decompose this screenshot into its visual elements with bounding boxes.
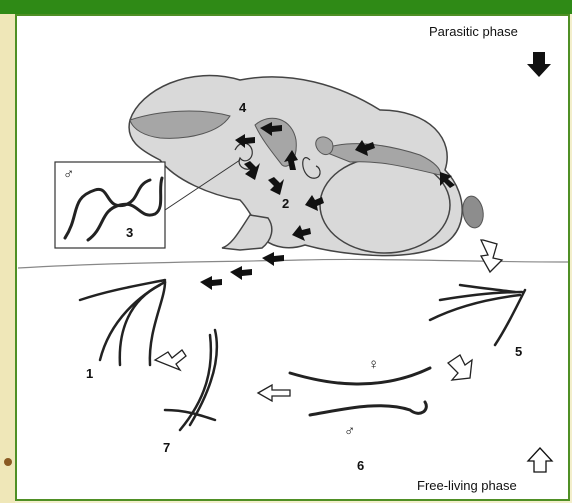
male-symbol-inset: ♂ (63, 166, 74, 183)
worms-stage-7 (165, 330, 217, 430)
stage-1-label: 1 (86, 366, 93, 381)
stage-6-label: 6 (357, 458, 364, 473)
free-living-phase-arrow (528, 448, 552, 472)
parasitic-phase-label: Parasitic phase (429, 24, 518, 39)
stage-3-label: 3 (126, 225, 133, 240)
stage-2-label: 2 (282, 196, 289, 211)
worms-stage-1 (80, 280, 165, 365)
stage-7-label: 7 (163, 440, 170, 455)
parasitic-phase-arrow (527, 52, 551, 77)
male-symbol: ♂ (344, 423, 355, 440)
stage-5-label: 5 (515, 344, 522, 359)
worms-stage-6 (290, 368, 430, 415)
stage-4-label: 4 (239, 100, 246, 115)
egg (460, 195, 485, 230)
free-living-phase-label: Free-living phase (417, 478, 517, 493)
female-symbol: ♀ (368, 356, 379, 373)
worms-stage-5 (430, 285, 525, 345)
